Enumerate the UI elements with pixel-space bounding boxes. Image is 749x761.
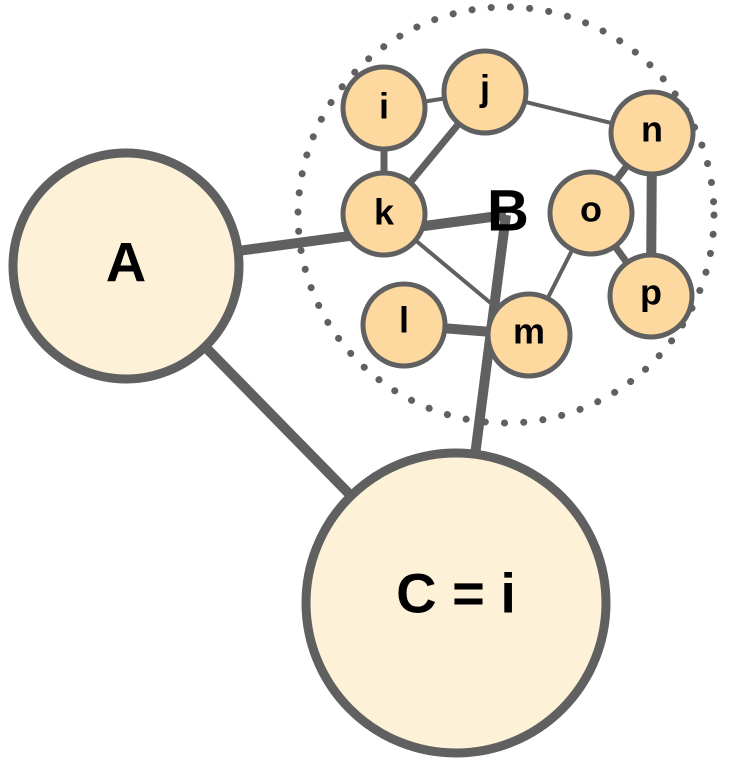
node-a-circle [8,148,244,384]
node-p: p [607,252,695,340]
node-k-label: k [374,192,395,233]
node-l: l [360,281,448,369]
node-k: k [340,170,428,258]
node-n: n [608,89,696,177]
node-a: A [8,148,244,384]
cluster-b-label: B [487,179,529,244]
node-m: m [485,291,573,379]
node-l-label: l [399,300,409,341]
node-j: j [441,48,529,136]
node-j-circle [441,48,529,136]
node-k-circle [340,170,428,258]
node-n-circle [608,89,696,177]
node-m-label: m [513,311,545,352]
node-l-circle [360,281,448,369]
node-a-label: A [106,231,146,294]
big-nodes-layer: A C = i [8,148,611,758]
small-nodes-layer: i j k l m n o p [340,48,696,379]
node-c-circle [301,448,611,758]
node-p-label: p [640,272,662,313]
node-i: i [340,64,428,152]
node-n-label: n [641,109,663,150]
node-p-circle [607,252,695,340]
node-c-label: C = i [396,562,516,625]
cluster-b-boundary [294,3,718,427]
node-i-label: i [379,86,389,127]
node-o-circle [547,169,635,257]
node-c: C = i [301,448,611,758]
node-i-circle [340,64,428,152]
node-m-circle [485,291,573,379]
node-j-label: j [479,68,490,109]
node-o-label: o [580,189,602,230]
node-o: o [547,169,635,257]
